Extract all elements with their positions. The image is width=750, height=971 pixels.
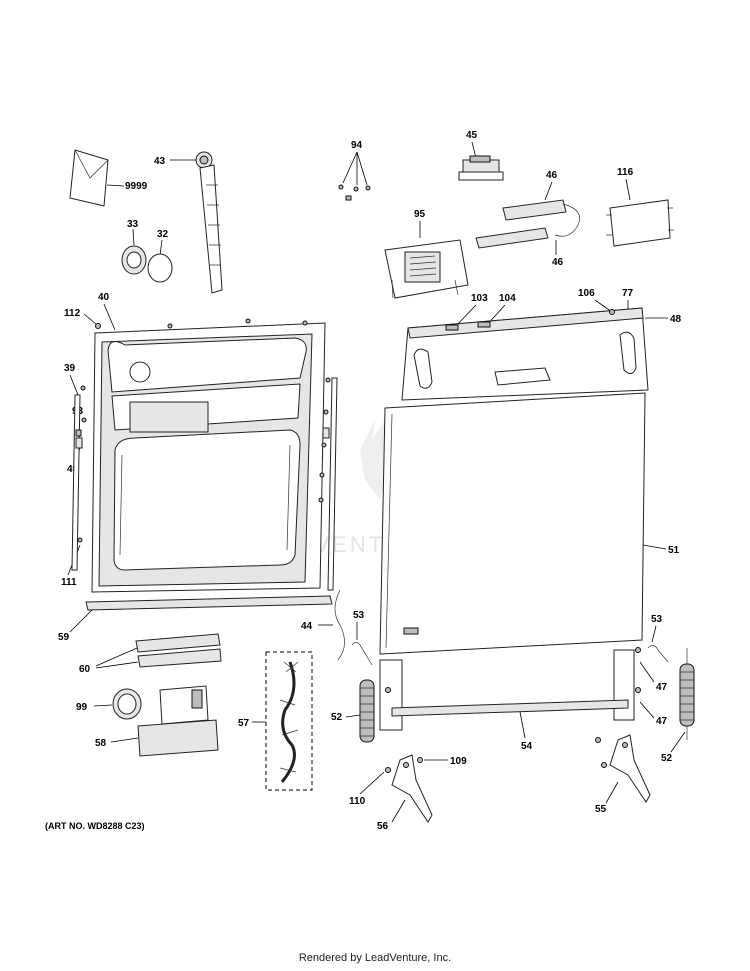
callout-45: 45 [466,130,478,141]
callout-53b: 53 [651,614,663,625]
callout-55: 55 [595,804,607,815]
part-45-switch [458,155,504,181]
callout-46b: 46 [552,257,564,268]
part-53-hook-right [647,645,669,663]
callout-57: 57 [238,718,250,729]
callout-43: 43 [154,156,166,167]
part-59-bottom-seal [85,595,333,611]
callout-106: 106 [578,288,595,299]
part-52-spring-right [679,648,695,740]
callout-53a: 53 [353,610,365,621]
screw-109 [417,757,423,763]
footer-credit: Rendered by LeadVenture, Inc. [298,952,452,964]
callout-77: 77 [622,288,634,299]
part-52-spring-left [359,679,375,743]
part-33-cap [121,245,147,275]
screw-112 [95,323,101,329]
callout-104: 104 [499,293,516,304]
part-99-knob [112,688,142,720]
part-56-hinge-left [385,754,433,823]
callout-103: 103 [471,293,488,304]
part-54-hinge-assembly [379,647,641,731]
part-9999-manual [69,149,109,207]
callout-109: 109 [450,756,467,767]
callout-95: 95 [414,209,426,220]
callout-39: 39 [64,363,76,374]
callout-54: 54 [521,741,533,752]
part-40-inner-door [77,318,331,593]
part-48-control-panel [401,307,649,401]
callout-52a: 52 [331,712,343,723]
callout-116: 116 [617,167,634,178]
callout-48: 48 [670,314,682,325]
callout-47b: 47 [656,716,668,727]
watermark-logo [360,415,395,500]
part-93-49-clips [75,427,330,449]
callout-59: 59 [58,632,70,643]
callout-112: 112 [64,308,81,319]
part-95-dispenser [384,239,469,299]
callout-110: 110 [349,796,366,807]
callout-47a: 47 [656,682,668,693]
callout-99: 99 [76,702,88,713]
callout-49: 49 [67,464,79,475]
callout-44: 44 [301,621,313,632]
part-116-module [606,199,674,247]
part-46-board [475,199,581,249]
callout-46a: 46 [546,170,558,181]
callout-60: 60 [79,664,91,675]
callout-58: 58 [95,738,107,749]
art-number: (ART NO. WD8288 C23) [45,821,145,831]
callout-52b: 52 [661,753,673,764]
part-53-hook-left [351,642,373,666]
part-44-cable [334,589,345,661]
part-43-vent [195,151,223,294]
callout-94: 94 [351,140,363,151]
callout-9999: 9999 [125,181,148,192]
part-58-box [137,685,219,757]
callout-40: 40 [98,292,110,303]
part-57-harness-box [265,651,313,791]
part-32-gasket [147,253,173,283]
part-51-outer-door [379,392,646,655]
callout-111: 111 [61,577,77,588]
callout-32: 32 [157,229,169,240]
part-60-panels [135,633,222,668]
part-94-screws [338,184,371,201]
part-57-harness [280,661,296,783]
callout-51: 51 [668,545,680,556]
callout-33: 33 [127,219,139,230]
part-55-hinge-right [595,734,651,803]
callout-56: 56 [377,821,389,832]
